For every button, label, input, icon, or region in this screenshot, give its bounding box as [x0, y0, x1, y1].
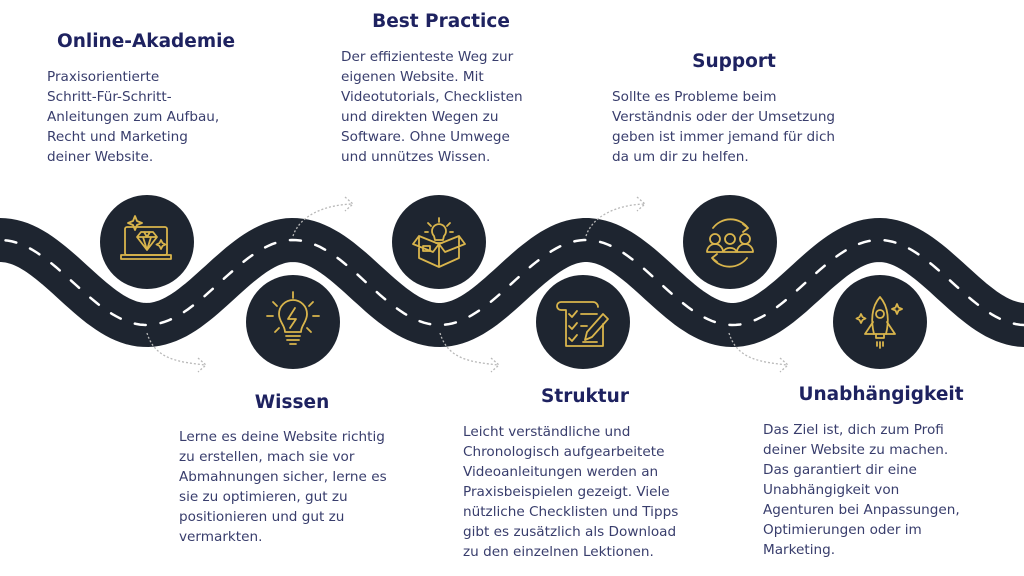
- description-line: eigenen Website. Mit: [341, 69, 484, 85]
- description-line: und direkten Wegen zu: [341, 109, 499, 125]
- description-line: da um dir zu helfen.: [612, 149, 749, 165]
- description-line: Marketing.: [763, 542, 836, 558]
- description-line: deiner Website zu machen.: [763, 442, 949, 458]
- road-lane-markings: [0, 238, 1024, 327]
- description-line: Abmahnungen sicher, lerne es: [179, 469, 387, 485]
- description-line: Anleitungen zum Aufbau,: [47, 109, 220, 125]
- dotted-arrow: [146, 332, 207, 373]
- description-line: Verständnis oder der Umsetzung: [612, 109, 836, 125]
- step-icon-circle: [683, 195, 777, 289]
- description-line: Recht und Marketing: [47, 129, 188, 145]
- description-line: Videoanleitungen werden an: [463, 464, 659, 480]
- step-title-unabhaengigkeit: Unabhängigkeit: [798, 384, 964, 405]
- lightbulb-icon: [266, 291, 320, 345]
- description-line: Optimierungen oder im: [763, 522, 922, 538]
- dotted-arrow: [728, 332, 789, 373]
- description-line: Praxisorientierte: [47, 69, 160, 85]
- description-line: positionieren und gut zu: [179, 509, 345, 525]
- description-line: nützliche Checklisten und Tipps: [463, 504, 679, 520]
- rocket-icon: [855, 296, 903, 349]
- checklist-pencil-icon: [556, 301, 609, 347]
- description-line: Leicht verständliche und: [463, 424, 631, 440]
- step-icon-circle: [392, 195, 486, 289]
- laptop-diamond-icon: [120, 215, 172, 260]
- description-line: Praxisbeispielen gezeigt. Viele: [463, 484, 670, 500]
- step-title-online-akademie: Online-Akademie: [56, 31, 236, 52]
- step-icon-circle: [833, 275, 927, 369]
- description-line: Sollte es Probleme beim: [612, 89, 777, 105]
- description-line: vermarkten.: [179, 529, 263, 545]
- description-line: Chronologisch aufgearbeitete: [463, 444, 665, 460]
- description-line: Lerne es deine Website richtig: [179, 429, 385, 445]
- description-line: Das Ziel ist, dich zum Profi: [763, 422, 944, 438]
- description-line: Das garantiert dir eine: [763, 462, 917, 478]
- step-title-support: Support: [692, 51, 776, 72]
- team-cycle-icon: [706, 218, 754, 268]
- description-line: zu den einzelnen Lektionen.: [463, 544, 654, 560]
- step-title-wissen: Wissen: [254, 392, 330, 413]
- description-line: Agenturen bei Anpassungen,: [763, 502, 960, 518]
- description-line: und unnützes Wissen.: [341, 149, 491, 165]
- step-title-struktur: Struktur: [541, 386, 629, 407]
- step-description-wissen: Lerne es deine Website richtig zu erstell…: [179, 427, 387, 547]
- box-lightbulb-icon: [412, 217, 466, 268]
- description-line: Unabhängigkeit von: [763, 482, 900, 498]
- description-line: deiner Website.: [47, 149, 154, 165]
- step-icon-circle: [100, 195, 194, 289]
- description-line: sie zu optimieren, gut zu: [179, 489, 348, 505]
- description-line: geben ist immer jemand für dich: [612, 129, 836, 145]
- description-line: gibt es zusätzlich als Download: [463, 524, 677, 540]
- description-line: Software. Ohne Umwege: [341, 129, 510, 145]
- dotted-arrow: [585, 196, 646, 237]
- description-line: Videotutorials, Checklisten: [341, 89, 523, 105]
- description-line: Der effizienteste Weg zur: [341, 49, 514, 65]
- description-line: zu erstellen, mach sie vor: [179, 449, 355, 465]
- step-description-unabhaengigkeit: Das Ziel ist, dich zum Profi deiner Websi…: [763, 420, 960, 560]
- dotted-arrow: [292, 196, 354, 237]
- step-title-best-practice: Best Practice: [372, 11, 510, 32]
- step-icon-circle: [536, 275, 630, 369]
- step-description-best-practice: Der effizienteste Weg zur eigenen Website…: [341, 47, 523, 167]
- description-line: Schritt-Für-Schritt-: [47, 89, 172, 105]
- dotted-arrow: [439, 332, 500, 373]
